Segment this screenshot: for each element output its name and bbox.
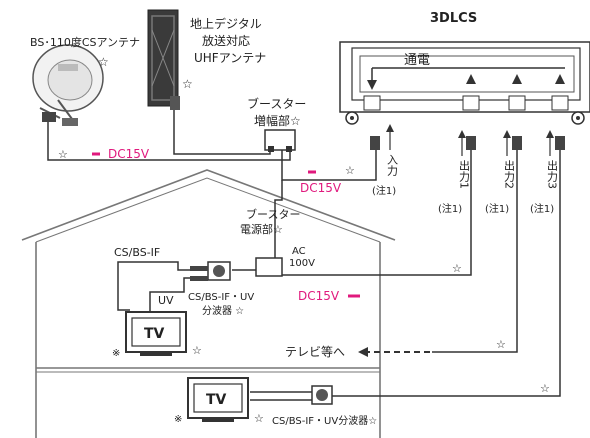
f-connectors <box>370 136 565 150</box>
splitter-upper-label-2: 分波器 ☆ <box>202 304 244 317</box>
booster-amp-port-b <box>286 146 292 152</box>
bs-antenna-label: BS･110度CSアンテナ <box>30 35 140 49</box>
booster-amp-label-1: ブースター <box>247 96 306 111</box>
uhf-antenna <box>147 9 180 110</box>
ac-label-2: 100V <box>289 258 315 269</box>
uhf-label-3: UHFアンテナ <box>194 51 266 65</box>
port-out1-label: 出力1 <box>458 159 471 189</box>
uhf-label-1: 地上デジタル <box>190 16 262 31</box>
cable-out3 <box>330 150 561 397</box>
port-out3-label: 出力3 <box>546 159 559 189</box>
power-label: 通電 <box>404 53 430 68</box>
uhf-label-2: 放送対応 <box>202 33 250 48</box>
booster-amp-port-a <box>268 146 274 152</box>
tv-lower <box>187 377 249 422</box>
booster-amp-label-2: 増幅部☆ <box>254 113 301 128</box>
cable-input <box>281 150 377 181</box>
port-out3: 出力3 (注1) <box>530 130 559 215</box>
cable-bs <box>47 118 291 161</box>
port-out1: 出力1 (注1) <box>438 130 471 215</box>
booster-power-label-2: 電源部☆ <box>240 222 283 236</box>
dc15v-1-label: DC15V <box>108 147 150 161</box>
port-input-label: 入力 <box>386 154 399 176</box>
booster-amp-box <box>264 129 296 151</box>
booster-power-label-1: ブースター <box>246 207 300 221</box>
house-roof-inner <box>35 177 381 243</box>
port-input-note: (注1) <box>372 184 396 197</box>
booster-power-box <box>255 257 283 277</box>
port-input: 入力 (注1) <box>372 124 399 197</box>
port-out2-label: 出力2 <box>503 159 516 189</box>
3dlcs-unit <box>339 41 590 125</box>
dc15v-3-label: DC15V <box>298 289 340 303</box>
dashed-arrow-to-tv <box>358 347 430 357</box>
cable-out2 <box>432 150 518 353</box>
splitter-lower-label: CS/BS-IF・UV分波器☆ <box>272 414 377 427</box>
tv-upper-note: ※ <box>112 348 120 359</box>
tv-lower-note: ※ <box>174 414 182 425</box>
star-input-cable: ☆ <box>345 164 355 177</box>
port-out2-note: (注1) <box>485 202 509 215</box>
tv-lower-star: ☆ <box>254 412 264 425</box>
tv-upper-star: ☆ <box>192 344 202 357</box>
bs-dish-antenna <box>32 44 104 126</box>
port-out1-note: (注1) <box>438 202 462 215</box>
device-title: 3DLCS <box>430 11 477 26</box>
cables <box>47 110 561 401</box>
tv-upper <box>125 311 187 356</box>
splitter-upper <box>190 261 231 281</box>
star-out1-cable: ☆ <box>452 262 462 275</box>
dc15v-1: DC15V <box>92 147 150 161</box>
cable-uv-upper <box>149 277 190 312</box>
splitter-lower <box>311 385 333 405</box>
uhf-star: ☆ <box>182 77 193 91</box>
star-out2-cable: ☆ <box>496 338 506 351</box>
tv-lower-label: TV <box>206 392 227 408</box>
splitter-upper-cs-label: CS/BS-IF <box>114 246 160 259</box>
house-roof <box>21 169 396 241</box>
splitter-upper-label-1: CS/BS-IF・UV <box>188 292 254 303</box>
splitter-upper-uv-label: UV <box>158 294 174 307</box>
cable-cs-upper <box>117 261 190 311</box>
port-out2: 出力2 (注1) <box>485 130 516 215</box>
star-out3-cable: ☆ <box>540 382 550 395</box>
cable-booster-power <box>274 180 283 258</box>
bs-antenna-star: ☆ <box>98 55 109 69</box>
ac-label-1: AC <box>292 246 306 257</box>
star-bs-cable: ☆ <box>58 148 68 161</box>
dc15v-3: DC15V <box>298 289 360 303</box>
dc15v-2: DC15V <box>300 170 342 195</box>
to-tv-label: テレビ等へ <box>285 345 345 359</box>
port-out3-note: (注1) <box>530 202 554 215</box>
tv-upper-label: TV <box>144 326 165 342</box>
dc15v-2-label: DC15V <box>300 181 342 195</box>
